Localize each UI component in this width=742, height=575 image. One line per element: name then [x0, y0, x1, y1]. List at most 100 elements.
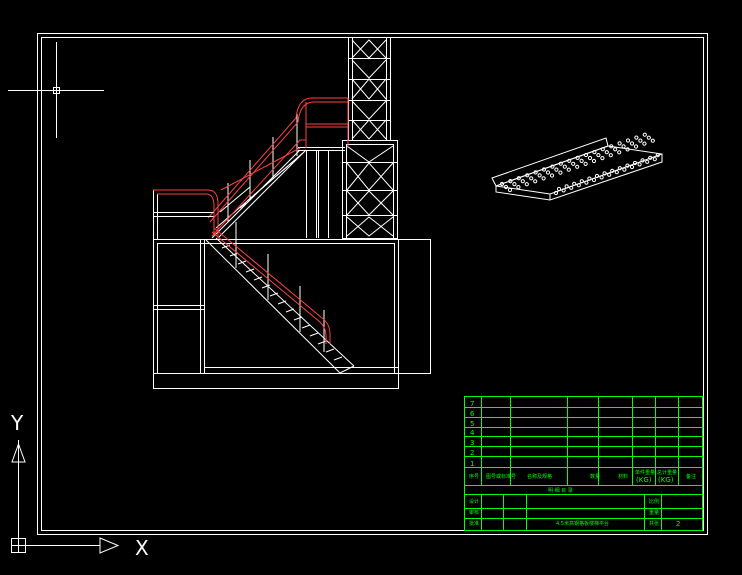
- grating-hole: [617, 166, 622, 171]
- parts-row-number: 7: [470, 400, 474, 408]
- lower-stair-railing: [211, 227, 331, 344]
- tower-lattice: [342, 37, 398, 239]
- grating-hole: [520, 179, 525, 184]
- label-approved: 批准: [469, 520, 479, 527]
- parts-row-number: 1: [470, 460, 474, 468]
- grating-hole: [545, 170, 551, 175]
- grating-hole: [591, 177, 597, 183]
- grating-hole: [587, 176, 592, 181]
- grating-hole: [608, 153, 613, 158]
- grating-hole: [594, 173, 600, 179]
- grating-hole: [650, 138, 655, 143]
- grating-hole: [571, 161, 576, 166]
- grating-hole: [610, 168, 615, 173]
- grating-hole: [537, 173, 542, 178]
- grating-hole: [508, 179, 513, 184]
- grating-hole: [655, 153, 660, 158]
- header-code: 图号或标准号: [486, 473, 516, 480]
- grating-hole: [579, 179, 584, 184]
- upper-stair-flight: [211, 114, 307, 239]
- grating-hole: [541, 176, 546, 181]
- grating-hole: [575, 155, 580, 160]
- parts-row-number: 5: [470, 420, 474, 428]
- grating-hole: [648, 155, 653, 160]
- header-name: 名称及规格: [527, 473, 552, 480]
- grating-hole: [587, 155, 593, 161]
- grating-hole: [592, 150, 597, 155]
- grating-hole: [516, 185, 521, 190]
- grating-hole: [533, 179, 538, 184]
- stair-elevation[interactable]: [153, 37, 431, 389]
- upper-stair-railing: [207, 97, 349, 237]
- grating-hole: [524, 182, 529, 187]
- header-unit-weight: 单件重量: [635, 469, 655, 476]
- grating-hole: [637, 162, 642, 167]
- grating-hole: [633, 144, 639, 149]
- header-qty: 数量: [590, 473, 600, 480]
- grating-hole: [617, 150, 622, 155]
- grating-hole: [642, 141, 647, 146]
- grating-hole: [533, 170, 538, 175]
- grating-hole: [600, 156, 605, 161]
- parts-row-number: 2: [470, 449, 474, 457]
- grating-hole: [652, 157, 657, 162]
- grating-hole: [625, 147, 630, 152]
- grating-hole: [642, 132, 647, 137]
- grating-hole: [629, 164, 635, 170]
- grating-hole: [558, 170, 563, 175]
- grating-hole: [572, 181, 577, 186]
- grating-hole: [645, 159, 650, 164]
- grating-hole: [569, 185, 574, 190]
- grating-hole: [613, 147, 618, 152]
- grating-hole: [600, 147, 605, 152]
- grating-hole: [614, 170, 619, 175]
- grating-hole: [609, 144, 614, 149]
- left-landing: [153, 190, 214, 240]
- grating-hole: [553, 190, 559, 196]
- grating-hole: [561, 188, 566, 193]
- header-total-weight-unit: (KG): [658, 476, 674, 484]
- sheet-value: 2: [676, 520, 680, 528]
- grating-hole: [558, 161, 563, 166]
- grating-hole: [525, 173, 530, 178]
- grating-isometric[interactable]: [491, 132, 663, 201]
- grating-hole: [625, 138, 631, 143]
- grating-hole: [640, 158, 645, 163]
- grating-hole: [583, 152, 589, 158]
- parts-list-rows: 7 6 54 3 2 1: [470, 400, 475, 468]
- grating-hole: [567, 158, 572, 163]
- drawing-name: 4.5米高钢格板楼梯平台: [556, 520, 609, 527]
- grating-hole: [499, 181, 505, 187]
- parts-row-number: 4: [470, 429, 475, 437]
- grating-hole: [507, 187, 513, 193]
- label-designed: 设计: [469, 498, 479, 505]
- grating-hole: [596, 153, 601, 158]
- grating-hole: [554, 167, 559, 172]
- lower-stair-flight: [205, 222, 355, 374]
- parts-list-header: 序号 图号或标准号 名称及规格 数量 材料 单件重量 (KG) 总计重量 (KG…: [469, 469, 696, 494]
- title-block-grid: [464, 396, 703, 531]
- grating-hole: [584, 180, 589, 185]
- ucs-x-label: X: [135, 536, 149, 560]
- grating-hole: [556, 186, 562, 192]
- header-remark: 备注: [686, 473, 696, 480]
- grating-hole: [602, 171, 607, 176]
- grating-hole: [512, 182, 517, 187]
- grating-hole: [550, 164, 555, 169]
- grating-hole: [607, 172, 612, 177]
- label-scale: 比例: [649, 498, 659, 505]
- title-block-footer: 设计 审核 批准 4.5米高钢格板楼梯平台 比例 重量 共张 2: [469, 498, 680, 528]
- grating-hole: [629, 141, 635, 146]
- header-material: 材料: [618, 473, 628, 480]
- parts-row-number: 6: [470, 410, 475, 418]
- grating-hole: [566, 167, 571, 172]
- label-checked: 审核: [469, 509, 479, 516]
- title-block[interactable]: 7 6 54 3 2 1 序号 图号或标准号 名称及规格 数量 材料 单件重量 (KG) …: [464, 396, 703, 531]
- grating-hole: [503, 184, 509, 190]
- list-title: 明 细 目 录: [548, 487, 573, 494]
- grating-hole: [617, 141, 622, 146]
- grating-hole: [529, 176, 534, 181]
- parts-row-number: 3: [470, 439, 474, 447]
- grating-holes: [499, 132, 660, 196]
